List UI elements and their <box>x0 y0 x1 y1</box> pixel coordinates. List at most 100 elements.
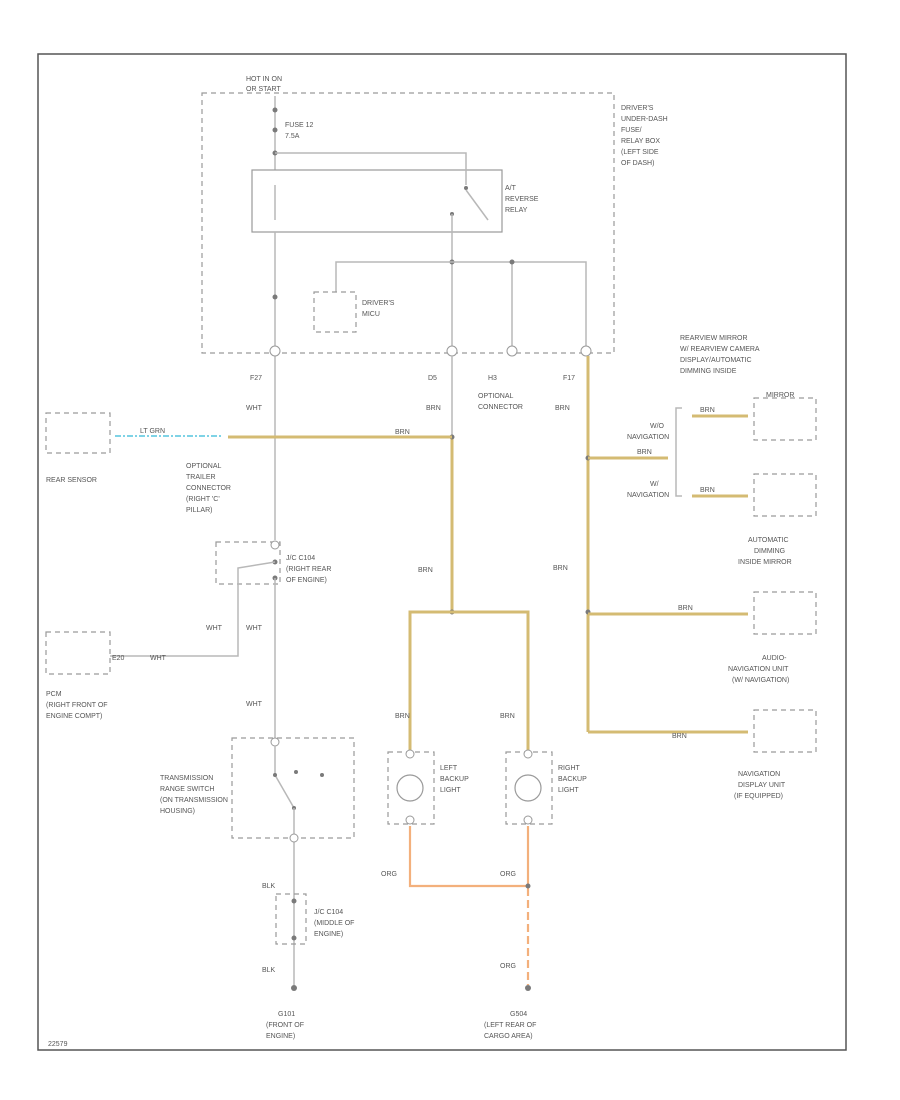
underdash-fuse-label-3: FUSE/ <box>621 127 642 134</box>
rearview-label-2: W/ REARVIEW CAMERA <box>680 346 760 353</box>
jc-c104-mid-label-1: J/C C104 <box>314 909 343 916</box>
right-backup-light-box <box>505 751 553 825</box>
underdash-fuse-label-5: (LEFT SIDE <box>621 149 659 156</box>
or-start-label: OR START <box>246 86 281 93</box>
right-backup-label-3: LIGHT <box>558 787 579 794</box>
diagram-frame <box>37 53 847 1051</box>
brn-label-left-light: BRN <box>395 713 410 720</box>
org-label-right: ORG <box>500 871 516 878</box>
trailer-label-2: TRAILER <box>186 474 216 481</box>
auto-dim-mirror-box <box>753 591 817 635</box>
pcm-box <box>45 631 111 675</box>
org-label-lower: ORG <box>500 963 516 970</box>
pin-f17-label: F17 <box>563 375 575 382</box>
brn-label-w-nav: BRN <box>700 487 715 494</box>
wo-nav-label-1: W/O <box>650 423 665 430</box>
relay-label-1: A/T <box>505 185 517 192</box>
brn-label-right-light: BRN <box>500 713 515 720</box>
underdash-fuse-box <box>201 92 615 354</box>
jc-c104-right-label-3: OF ENGINE) <box>286 577 327 584</box>
rearview-label-4: DIMMING INSIDE <box>680 368 737 375</box>
pin-f27-label: F27 <box>250 375 262 382</box>
underdash-fuse-label-2: UNDER-DASH <box>621 116 668 123</box>
trailer-label-1: OPTIONAL <box>186 463 222 470</box>
brn-label-d5: BRN <box>426 405 441 412</box>
wo-nav-label-2: NAVIGATION <box>627 434 669 441</box>
nav-display-label-2: DISPLAY UNIT <box>738 782 786 789</box>
left-backup-bulb <box>396 774 424 802</box>
g101-label-3: ENGINE) <box>266 1033 295 1040</box>
trailer-label-3: CONNECTOR <box>186 485 231 492</box>
optional-connector-label-1: OPTIONAL <box>478 393 514 400</box>
right-backup-bulb <box>514 774 542 802</box>
brn-label-sensor: BRN <box>395 429 410 436</box>
jc-c104-right-label-2: (RIGHT REAR <box>286 566 331 573</box>
auto-dim-label-1: AUTOMATIC <box>748 537 789 544</box>
micu-box <box>313 291 357 333</box>
micu-label-2: MICU <box>362 311 380 318</box>
w-nav-label-1: W/ <box>650 481 659 488</box>
hot-in-label: HOT IN ON <box>246 76 282 83</box>
wht-label-top: WHT <box>246 405 263 412</box>
nav-display-label-1: NAVIGATION <box>738 771 780 778</box>
jc-c104-mid-label-3: ENGINE) <box>314 931 343 938</box>
w-nav-label-2: NAVIGATION <box>627 492 669 499</box>
jc-c104-right-box <box>215 541 281 585</box>
reverse-relay-box <box>251 169 503 233</box>
trailer-label-4: (RIGHT 'C' <box>186 496 220 503</box>
brn-label-f17-mid: BRN <box>553 565 568 572</box>
trs-label-4: HOUSING) <box>160 808 195 815</box>
left-backup-label-3: LIGHT <box>440 787 461 794</box>
fuse-label: FUSE 12 <box>285 122 314 129</box>
audio-nav-label-1: AUDIO- <box>762 655 787 662</box>
underdash-fuse-label-1: DRIVER'S <box>621 105 654 112</box>
g504-label-1: G504 <box>510 1011 527 1018</box>
g504-label-2: (LEFT REAR OF <box>484 1022 536 1029</box>
micu-label-1: DRIVER'S <box>362 300 395 307</box>
audio-nav-label-2: NAVIGATION UNIT <box>728 666 789 673</box>
diagram-footer-id: 22579 <box>48 1041 68 1048</box>
brn-label-f17: BRN <box>555 405 570 412</box>
underdash-fuse-label-4: RELAY BOX <box>621 138 660 145</box>
auto-dim-label-3: INSIDE MIRROR <box>738 559 792 566</box>
nav-display-label-3: (IF EQUIPPED) <box>734 793 783 800</box>
g101-label-1: G101 <box>278 1011 295 1018</box>
audio-nav-unit-box <box>753 709 817 753</box>
rearview-label-3: DISPLAY/AUTOMATIC <box>680 357 752 364</box>
pcm-label-1: PCM <box>46 691 62 698</box>
wht-label-pcm: WHT <box>150 655 167 662</box>
left-backup-label-2: BACKUP <box>440 776 469 783</box>
rearview-label-5: MIRROR <box>766 392 794 399</box>
jc-c104-right-label-1: J/C C104 <box>286 555 315 562</box>
blk-label-lower: BLK <box>262 967 276 974</box>
ltgrn-label: LT GRN <box>140 428 165 435</box>
brn-label-nav-display: BRN <box>672 733 687 740</box>
brn-label-nav-branch: BRN <box>637 449 652 456</box>
g101-label-2: (FRONT OF <box>266 1022 304 1029</box>
rearview-mirror-box-top <box>753 397 817 441</box>
rearview-mirror-box-bottom <box>753 473 817 517</box>
wht-label-left: WHT <box>206 625 223 632</box>
wht-label-lower: WHT <box>246 701 263 708</box>
brn-label-auto-dim: BRN <box>678 605 693 612</box>
relay-label-3: RELAY <box>505 207 528 214</box>
org-label-left: ORG <box>381 871 397 878</box>
brn-label-mid-left: BRN <box>418 567 433 574</box>
underdash-fuse-label-6: OF DASH) <box>621 160 654 167</box>
rear-sensor-box <box>45 412 111 454</box>
e20-label: E20 <box>112 655 125 662</box>
trailer-label-5: PILLAR) <box>186 507 212 514</box>
pcm-label-2: (RIGHT FRONT OF <box>46 702 108 709</box>
auto-dim-label-2: DIMMING <box>754 548 785 555</box>
trs-box <box>231 737 355 839</box>
pin-h3-label: H3 <box>488 375 497 382</box>
pin-d5-label: D5 <box>428 375 437 382</box>
trs-label-2: RANGE SWITCH <box>160 786 214 793</box>
pcm-label-3: ENGINE COMPT) <box>46 713 102 720</box>
left-backup-light-box <box>387 751 435 825</box>
trs-label-3: (ON TRANSMISSION <box>160 797 228 804</box>
left-backup-label-1: LEFT <box>440 765 458 772</box>
blk-label-upper: BLK <box>262 883 276 890</box>
audio-nav-label-3: (W/ NAVIGATION) <box>732 677 789 684</box>
relay-label-2: REVERSE <box>505 196 539 203</box>
